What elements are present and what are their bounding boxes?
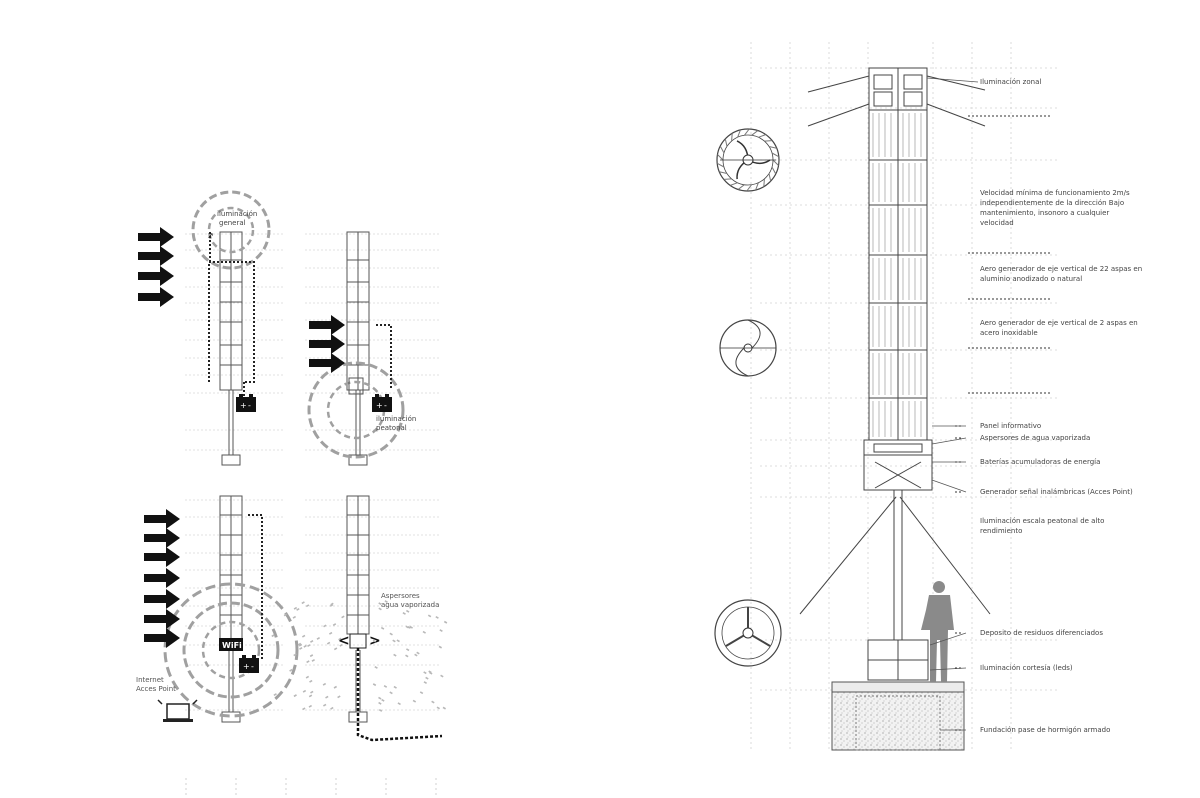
right-panel-tower-section: Iluminación zonal Velocidad mínima de fu… [714, 42, 1144, 751]
water-spray [271, 600, 448, 712]
annotation-aero-22: Aero generador de eje vertical de 22 asp… [980, 265, 1144, 283]
annotation-aspersores: Aspersores de agua vaporizada [980, 434, 1090, 442]
wifi-label: WiFi [222, 641, 242, 650]
annotation-generador: Generador señal inalámbricas (Acces Poin… [980, 488, 1133, 496]
annotation-baterias: Baterías acumuladoras de energía [980, 458, 1100, 466]
annotation-deposito: Deposito de residuos diferenciados [980, 629, 1103, 637]
diagram-pedestrian-lighting: iluminación peatonal [305, 231, 440, 466]
svg-text:<: < [338, 633, 350, 649]
annotation-panel: Panel informativo [980, 422, 1041, 430]
annotation-cortesia: Iluminación cortesía (leds) [980, 664, 1073, 672]
diagram-general-lighting: ↗ iluminación general [138, 190, 285, 466]
label-iluminacion-peatonal: iluminación peatonal [376, 415, 419, 432]
label-aspersores: Aspersores agua vaporizada [381, 592, 439, 609]
annotation-aero-2: Aero generador de eje vertical de 2 aspa… [980, 319, 1140, 337]
svg-text:↗: ↗ [207, 231, 214, 240]
plan-view-2-blade [719, 319, 777, 377]
turbine-blades [872, 113, 922, 437]
human-silhouette [921, 581, 954, 682]
annotation-iluminacion-zonal: Iluminación zonal [980, 78, 1041, 86]
diagram-sprinklers: < > Aspersores agua vaporizada [271, 495, 448, 742]
annotation-iluminacion-peatonal: Iluminación escala peatonal de alto rend… [980, 517, 1107, 535]
annotation-fundacion: Fundación pase de hormigón armado [980, 726, 1110, 734]
wifi-icon [219, 638, 243, 651]
left-panel: ↗ iluminación general [136, 190, 448, 795]
plan-view-base [714, 599, 782, 667]
plan-view-22-blade [716, 128, 780, 192]
label-internet-access-point: Internet Acces Point [136, 676, 176, 693]
diagram-wifi: WiFi Internet Acces Point [136, 495, 299, 723]
annotation-velocidad: Velocidad mínima de funcionamiento 2m/s … [980, 189, 1132, 227]
label-iluminacion-general: iluminación general [217, 210, 260, 227]
laptop-icon [157, 699, 198, 722]
